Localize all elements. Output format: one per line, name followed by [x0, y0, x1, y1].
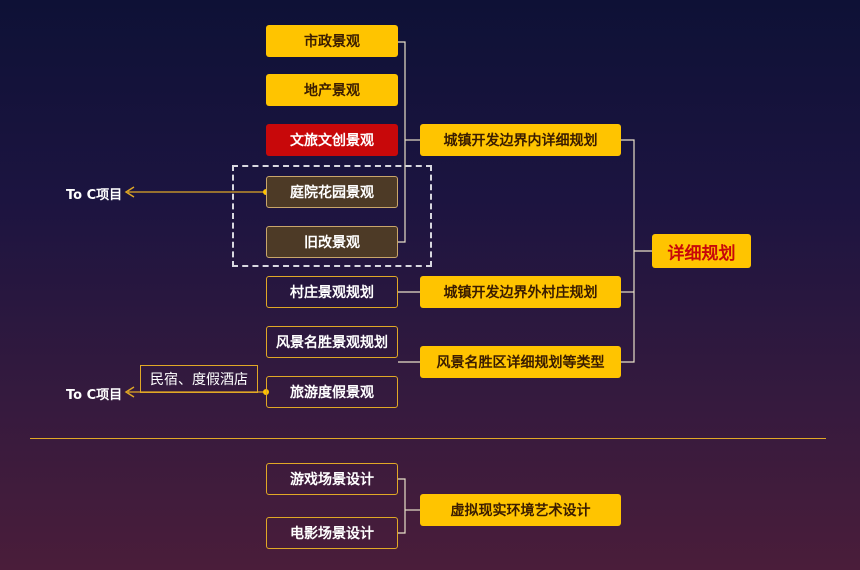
node-cultural-tourism: 文旅文创景观 [266, 124, 398, 156]
node-film-scene: 电影场景设计 [266, 517, 398, 549]
node-resort: 旅游度假景观 [266, 376, 398, 408]
node-renovation: 旧改景观 [266, 226, 398, 258]
node-virtual-reality: 虚拟现实环境艺术设计 [420, 494, 621, 526]
bracket-upper-left [398, 41, 406, 243]
node-detailed-planning: 详细规划 [652, 234, 751, 268]
homestay-tag: 民宿、度假酒店 [140, 365, 258, 393]
node-game-scene: 游戏场景设计 [266, 463, 398, 495]
node-municipal: 市政景观 [266, 25, 398, 57]
arrowhead-top [124, 186, 135, 198]
arrowhead-bottom [124, 386, 135, 398]
node-real-estate: 地产景观 [266, 74, 398, 106]
to-c-label-top: To C项目 [66, 188, 123, 203]
node-village-landscape: 村庄景观规划 [266, 276, 398, 308]
bracket-virtual [398, 478, 406, 534]
node-scenic-landscape: 风景名胜景观规划 [266, 326, 398, 358]
section-divider [30, 438, 826, 439]
to-c-label-bottom: To C项目 [66, 388, 123, 403]
node-urban-outside: 城镇开发边界外村庄规划 [420, 276, 621, 308]
to-c-dashed-group [232, 165, 432, 267]
node-courtyard: 庭院花园景观 [266, 176, 398, 208]
bracket-right [621, 139, 635, 363]
node-scenic-detail: 风景名胜区详细规划等类型 [420, 346, 621, 378]
node-urban-inside: 城镇开发边界内详细规划 [420, 124, 621, 156]
